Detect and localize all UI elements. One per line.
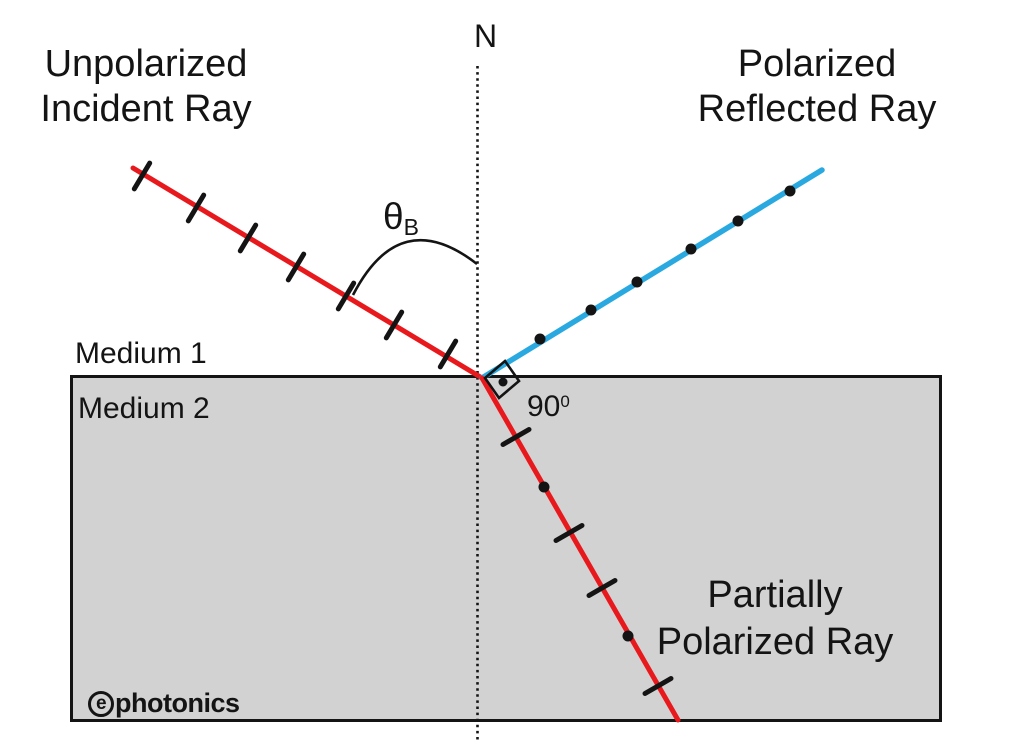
reflected-ray-label-line1: Polarized (737, 43, 897, 85)
incident-ray-line (130, 165, 485, 381)
reflected-ray-label: Polarized Reflected Ray (698, 42, 937, 132)
refracted-ray-label-line1: Partially (707, 574, 843, 616)
polarization-dot-icon (784, 185, 796, 197)
incident-ray (130, 160, 485, 381)
polarization-tick-icon (335, 280, 357, 312)
polarization-tick-icon (642, 676, 674, 696)
medium2-surface (70, 375, 942, 722)
reflected-ray-label-line2: Reflected Ray (697, 88, 937, 130)
right-angle-value: 90 (527, 390, 561, 423)
reflected-ray-dots (534, 185, 796, 345)
right-angle-marker (483, 359, 521, 400)
polarization-tick-icon (185, 192, 207, 224)
polarization-dot-icon (534, 333, 546, 345)
medium2-label: Medium 2 (78, 392, 210, 425)
polarization-dot-icon (732, 215, 744, 227)
theta-subscript: B (403, 214, 419, 240)
logo-e-circle-icon: e (88, 690, 114, 717)
polarization-tick-icon (500, 427, 532, 447)
polarization-tick-icon (383, 309, 405, 341)
polarization-tick-icon (285, 251, 307, 283)
logo-initial: e (95, 693, 107, 714)
reflected-ray (479, 167, 825, 381)
right-angle-square-icon (483, 359, 521, 400)
reflected-ray-line (479, 167, 825, 381)
incident-ray-ticks (131, 160, 459, 370)
incident-ray-label-line1: Unpolarized (44, 43, 248, 85)
polarization-dot-icon (538, 481, 550, 493)
polarization-tick-icon (437, 338, 459, 370)
refracted-ray (479, 375, 681, 723)
normal-label: N (474, 18, 498, 54)
polarization-tick-icon (237, 222, 259, 254)
incident-ray-label: Unpolarized Incident Ray (40, 42, 251, 132)
theta-symbol: θ (383, 196, 404, 237)
polarization-dot-icon (685, 243, 697, 255)
incident-ray-label-line2: Incident Ray (40, 88, 252, 130)
polarization-tick-icon (586, 578, 618, 598)
refracted-ray-label: Partially Polarized Ray (657, 572, 894, 666)
logo-text: photonics (115, 688, 240, 718)
brewster-angle-arc (351, 239, 478, 296)
right-angle-superscript: 0 (560, 392, 570, 411)
polarization-dot-icon (585, 304, 597, 316)
polarization-tick-icon (553, 523, 585, 543)
refracted-ray-ticks (500, 427, 674, 696)
refracted-ray-dots (538, 481, 634, 642)
polarization-dot-icon (622, 630, 634, 642)
polarization-tick-icon (131, 160, 153, 192)
medium1-label: Medium 1 (75, 337, 207, 370)
refracted-ray-label-line2: Polarized Ray (656, 621, 894, 663)
right-angle-label: 900 (527, 392, 570, 422)
brewster-angle-label: θB (383, 198, 419, 239)
right-angle-dot-icon (498, 377, 508, 387)
ephotonics-logo: e photonics (88, 688, 240, 719)
polarization-dot-icon (631, 276, 643, 288)
